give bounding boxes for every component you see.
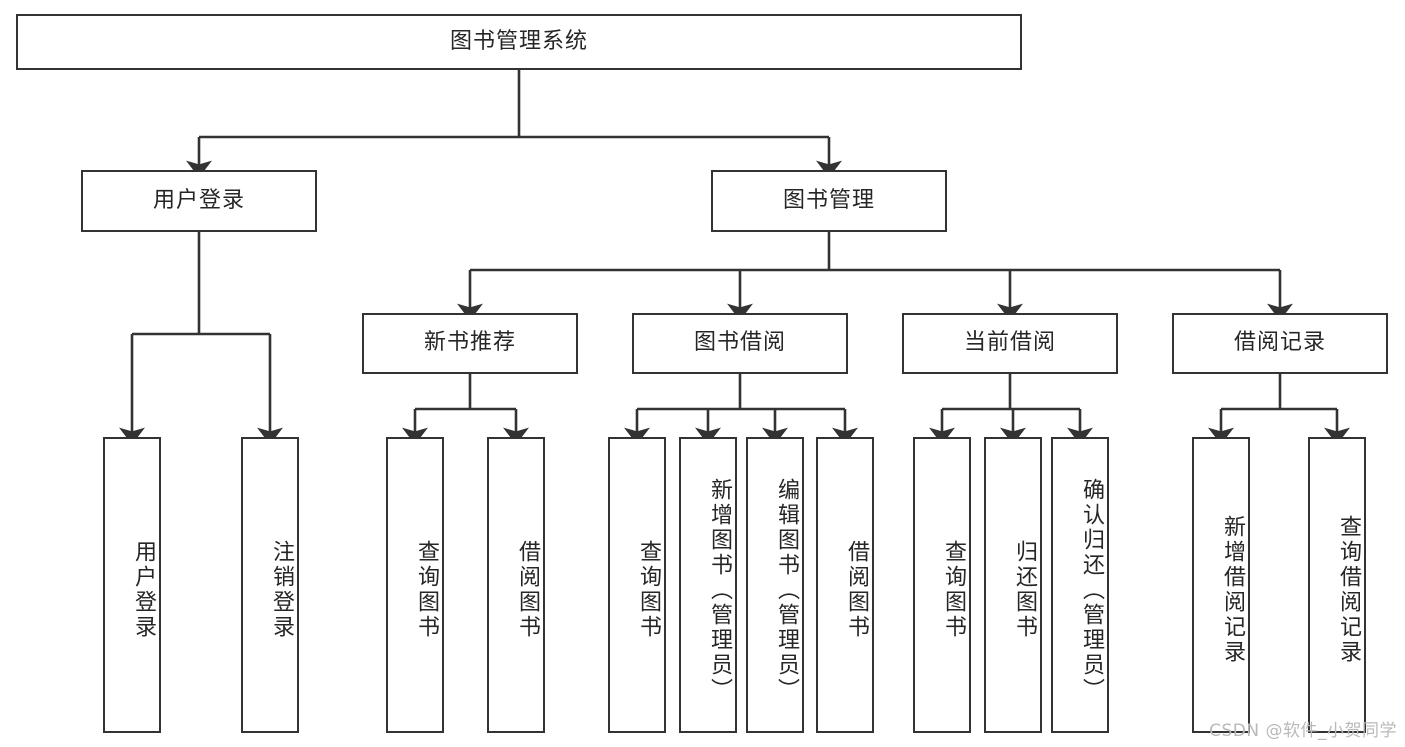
leaf-query-book-2[interactable]: 查询图书 — [608, 437, 666, 733]
node-new-book-recommend[interactable]: 新书推荐 — [362, 313, 578, 374]
leaf-logout[interactable]: 注销登录 — [241, 437, 299, 733]
leaf-return-book-label: 归还图书 — [1012, 540, 1037, 640]
leaf-borrow-book-1[interactable]: 借阅图书 — [487, 437, 545, 733]
node-borrow-record-label: 借阅记录 — [1233, 330, 1326, 356]
leaf-edit-book-label: 编辑图书（管理员） — [774, 477, 799, 703]
leaf-return-book[interactable]: 归还图书 — [984, 437, 1042, 733]
leaf-user-login-label: 用户登录 — [131, 540, 156, 640]
node-book-management[interactable]: 图书管理 — [711, 170, 947, 232]
node-book-management-label: 图书管理 — [782, 187, 875, 213]
node-user-login-label: 用户登录 — [152, 187, 245, 213]
leaf-query-book-3[interactable]: 查询图书 — [913, 437, 971, 733]
leaf-query-book-3-label: 查询图书 — [941, 540, 966, 640]
leaf-confirm-return[interactable]: 确认归还（管理员） — [1051, 437, 1109, 733]
leaf-add-book[interactable]: 新增图书（管理员） — [679, 437, 737, 733]
leaf-query-borrow-record[interactable]: 查询借阅记录 — [1308, 437, 1366, 733]
leaf-query-book-1[interactable]: 查询图书 — [386, 437, 444, 733]
node-book-borrow[interactable]: 图书借阅 — [632, 313, 848, 374]
leaf-query-book-1-label: 查询图书 — [414, 540, 439, 640]
node-book-borrow-label: 图书借阅 — [693, 330, 786, 356]
leaf-borrow-book-1-label: 借阅图书 — [515, 540, 540, 640]
leaf-query-book-2-label: 查询图书 — [636, 540, 661, 640]
leaf-borrow-book-2-label: 借阅图书 — [844, 540, 869, 640]
node-new-book-recommend-label: 新书推荐 — [423, 330, 516, 356]
node-current-borrow[interactable]: 当前借阅 — [902, 313, 1118, 374]
leaf-add-borrow-record[interactable]: 新增借阅记录 — [1192, 437, 1250, 733]
leaf-edit-book[interactable]: 编辑图书（管理员） — [746, 437, 804, 733]
leaf-add-borrow-record-label: 新增借阅记录 — [1220, 515, 1245, 665]
leaf-borrow-book-2[interactable]: 借阅图书 — [816, 437, 874, 733]
leaf-user-login[interactable]: 用户登录 — [103, 437, 161, 733]
leaf-confirm-return-label: 确认归还（管理员） — [1079, 477, 1104, 703]
node-current-borrow-label: 当前借阅 — [963, 330, 1056, 356]
node-root-label: 图书管理系统 — [449, 28, 588, 54]
node-user-login[interactable]: 用户登录 — [81, 170, 317, 232]
csdn-watermark: CSDN @软件_小贺同学 — [1209, 721, 1397, 741]
leaf-logout-label: 注销登录 — [269, 540, 294, 640]
leaf-query-borrow-record-label: 查询借阅记录 — [1336, 515, 1361, 665]
node-borrow-record[interactable]: 借阅记录 — [1172, 313, 1388, 374]
leaf-add-book-label: 新增图书（管理员） — [707, 477, 732, 703]
node-root[interactable]: 图书管理系统 — [16, 14, 1022, 70]
